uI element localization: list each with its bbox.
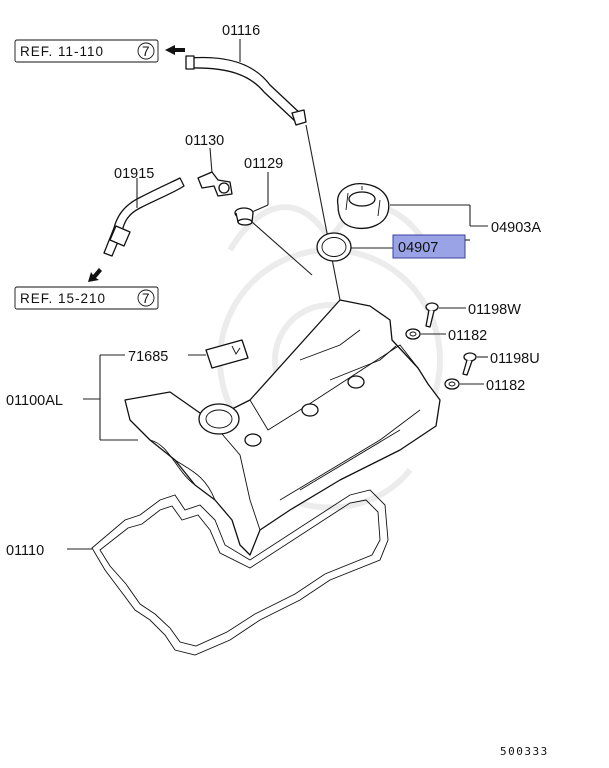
label-01129: 01129	[244, 156, 283, 172]
diagram-code: 500333	[500, 745, 549, 758]
label-01198U: 01198U	[490, 351, 540, 367]
pcv-valve-01130	[197, 171, 233, 197]
label-01130: 01130	[185, 133, 224, 149]
highlighted-part-04907[interactable]: 04907	[392, 234, 466, 259]
svg-text:REF. 15-210: REF. 15-210	[20, 291, 106, 306]
label-01100AL: 01100AL	[6, 393, 63, 409]
ref-arrow-down-left-icon	[88, 268, 102, 282]
rocker-cover-01100AL	[124, 299, 441, 556]
washer-01182-top	[405, 328, 421, 340]
gasket-ring-04907	[316, 232, 352, 262]
svg-text:04907: 04907	[398, 240, 438, 256]
label-01110: 01110	[6, 543, 44, 559]
label-01116: 01116	[222, 23, 260, 39]
label-01182-bottom: 01182	[486, 378, 525, 394]
bolt-01198W	[425, 302, 439, 328]
label-01182-top: 01182	[448, 328, 487, 344]
svg-text:7: 7	[142, 291, 151, 306]
label-01198W: 01198W	[468, 302, 521, 318]
pcv-hose-01915	[103, 177, 185, 257]
caution-label-71685	[205, 339, 249, 369]
label-71685: 71685	[128, 349, 168, 365]
label-01915: 01915	[114, 166, 154, 182]
washer-01182-bottom	[444, 378, 460, 390]
breather-hose-01116	[185, 55, 307, 126]
cover-gasket-01110	[91, 489, 389, 656]
grommet-01129	[234, 207, 254, 226]
label-04903A: 04903A	[491, 220, 541, 236]
ref-arrow-left-icon	[165, 45, 185, 55]
svg-text:REF. 11-110: REF. 11-110	[20, 44, 104, 59]
ref-box-11-110[interactable]: REF. 11-110 7	[14, 39, 159, 63]
oil-filler-cap-04903A	[337, 183, 390, 230]
ref-box-15-210[interactable]: REF. 15-210 7	[14, 286, 159, 310]
bolt-01198U	[462, 352, 477, 376]
svg-text:7: 7	[142, 44, 151, 59]
